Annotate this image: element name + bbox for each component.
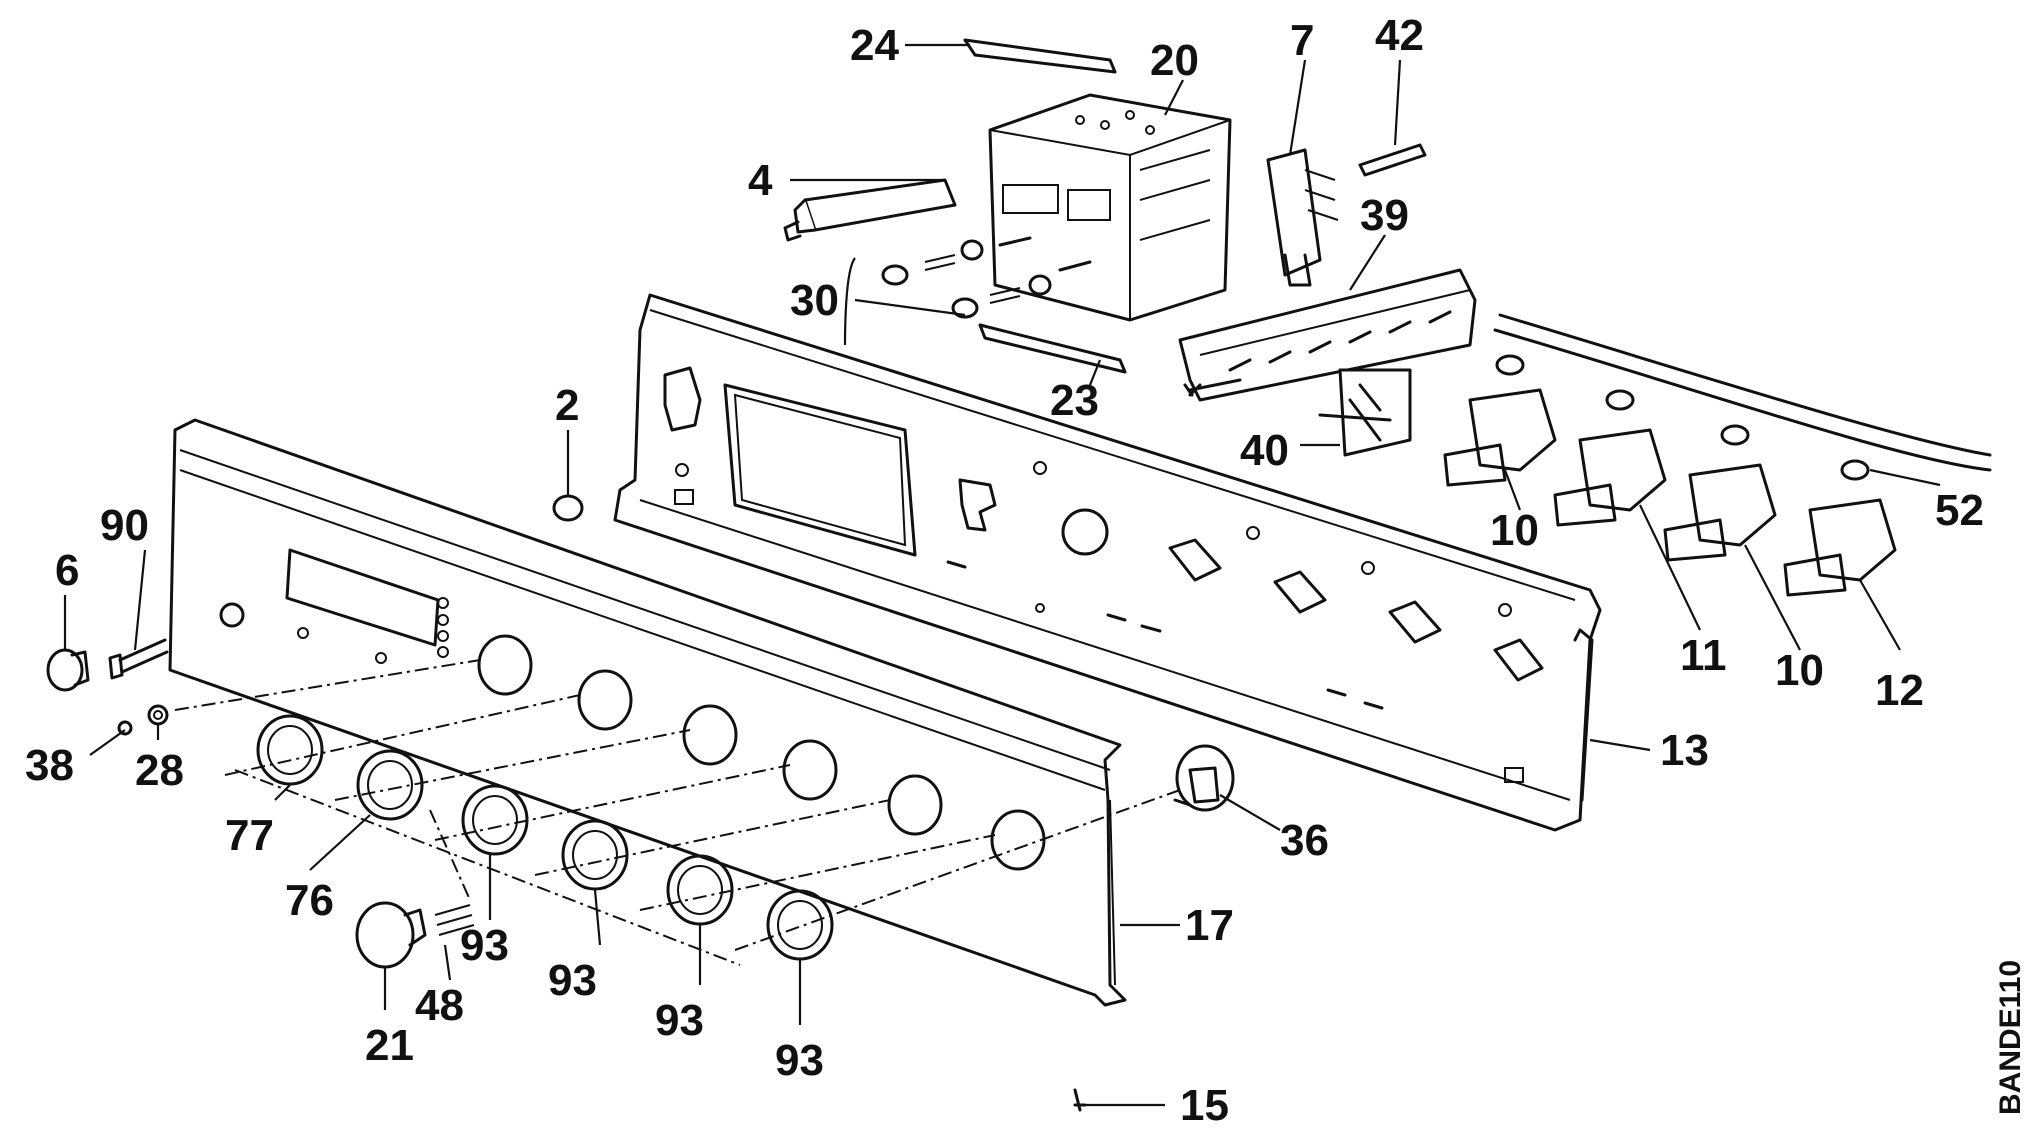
push-switch-4 [783, 178, 957, 242]
part-2 [552, 494, 584, 522]
timer-module [988, 93, 1232, 322]
label-40: 40 [1240, 426, 1289, 475]
label-20: 20 [1150, 36, 1199, 85]
label-21: 21 [365, 1021, 414, 1070]
label-28: 28 [135, 746, 184, 795]
label-42: 42 [1375, 11, 1424, 60]
gas-tap-12 [1783, 498, 1897, 597]
label-93c: 93 [655, 996, 704, 1045]
bracket-23 [978, 323, 1127, 374]
connector-42 [1358, 143, 1427, 177]
drawing-code: BANDE110 [1994, 960, 2027, 1115]
label-10a: 10 [1490, 506, 1539, 555]
label-39: 39 [1360, 191, 1409, 240]
label-12: 12 [1875, 666, 1924, 715]
leader-lines [63, 43, 1941, 1107]
alignment-lines [174, 659, 1181, 966]
label-6: 6 [55, 546, 79, 595]
gas-tap-group [1443, 313, 1992, 597]
small-hardware [46, 638, 169, 736]
screw-15 [1073, 1088, 1087, 1112]
label-15: 15 [1180, 1081, 1229, 1130]
switch-40 [1318, 368, 1412, 457]
rear-control-panel [613, 293, 1602, 832]
label-23: 23 [1050, 376, 1099, 425]
label-10b: 10 [1775, 646, 1824, 695]
label-93d: 93 [775, 1036, 824, 1085]
label-11: 11 [1680, 631, 1727, 680]
terminal-block-7 [1266, 148, 1339, 287]
gas-tap-10b [1663, 463, 1777, 562]
label-77: 77 [225, 811, 274, 860]
selector-switch-39 [1178, 268, 1477, 402]
label-90: 90 [100, 501, 149, 550]
part-labels: 24 20 7 42 4 39 30 23 2 40 90 6 10 52 11… [25, 11, 1984, 1130]
bracket-24 [963, 38, 1117, 74]
label-93b: 93 [548, 956, 597, 1005]
control-knob-21 [355, 901, 475, 969]
button-spring-set [843, 236, 1092, 346]
label-24: 24 [850, 21, 899, 70]
gas-tap-10a [1443, 388, 1557, 487]
label-76: 76 [285, 876, 334, 925]
label-93a: 93 [460, 921, 509, 970]
label-38: 38 [25, 741, 74, 790]
label-48: 48 [415, 981, 464, 1030]
gas-tap-11 [1553, 428, 1667, 527]
label-17: 17 [1185, 901, 1234, 950]
part-36 [1173, 744, 1235, 812]
label-13: 13 [1660, 726, 1709, 775]
label-52: 52 [1935, 486, 1984, 535]
label-36: 36 [1280, 816, 1329, 865]
label-30: 30 [790, 276, 839, 325]
label-4: 4 [748, 156, 773, 205]
label-2: 2 [555, 381, 579, 430]
label-7: 7 [1290, 16, 1314, 65]
